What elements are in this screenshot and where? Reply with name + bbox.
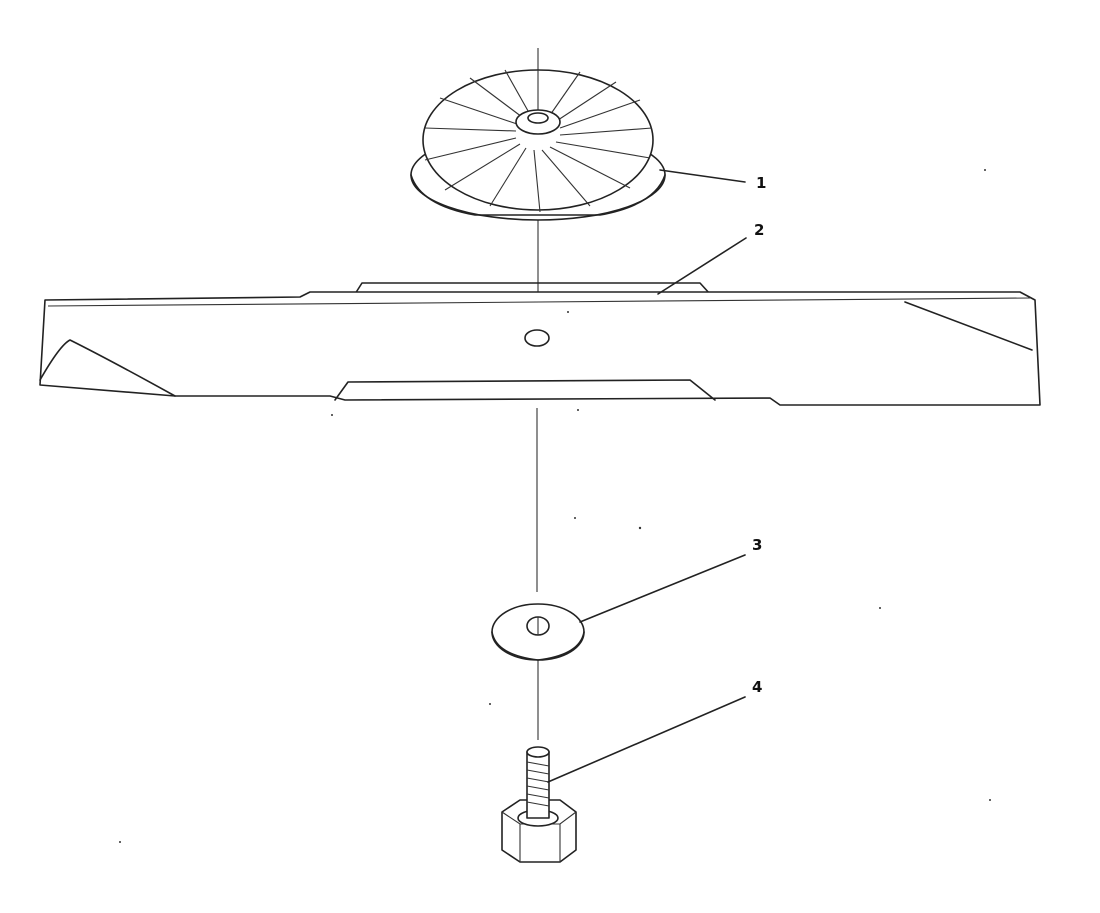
hex-bolt-icon [501, 746, 577, 863]
callout-number-4: 4 [752, 678, 762, 696]
callout-number-1: 1 [756, 174, 766, 192]
leader-line-3 [579, 554, 746, 623]
scan-noise [119, 169, 991, 843]
callout-number-2: 2 [754, 221, 764, 239]
blade-adapter-fan-icon [410, 69, 666, 221]
leader-lines [547, 169, 747, 783]
leader-line-4 [547, 696, 746, 783]
callout-number-3: 3 [752, 536, 762, 554]
mower-blade-icon [39, 282, 1041, 406]
leader-line-1 [659, 169, 746, 183]
leader-line-2 [657, 237, 747, 295]
washer-icon [491, 603, 585, 661]
